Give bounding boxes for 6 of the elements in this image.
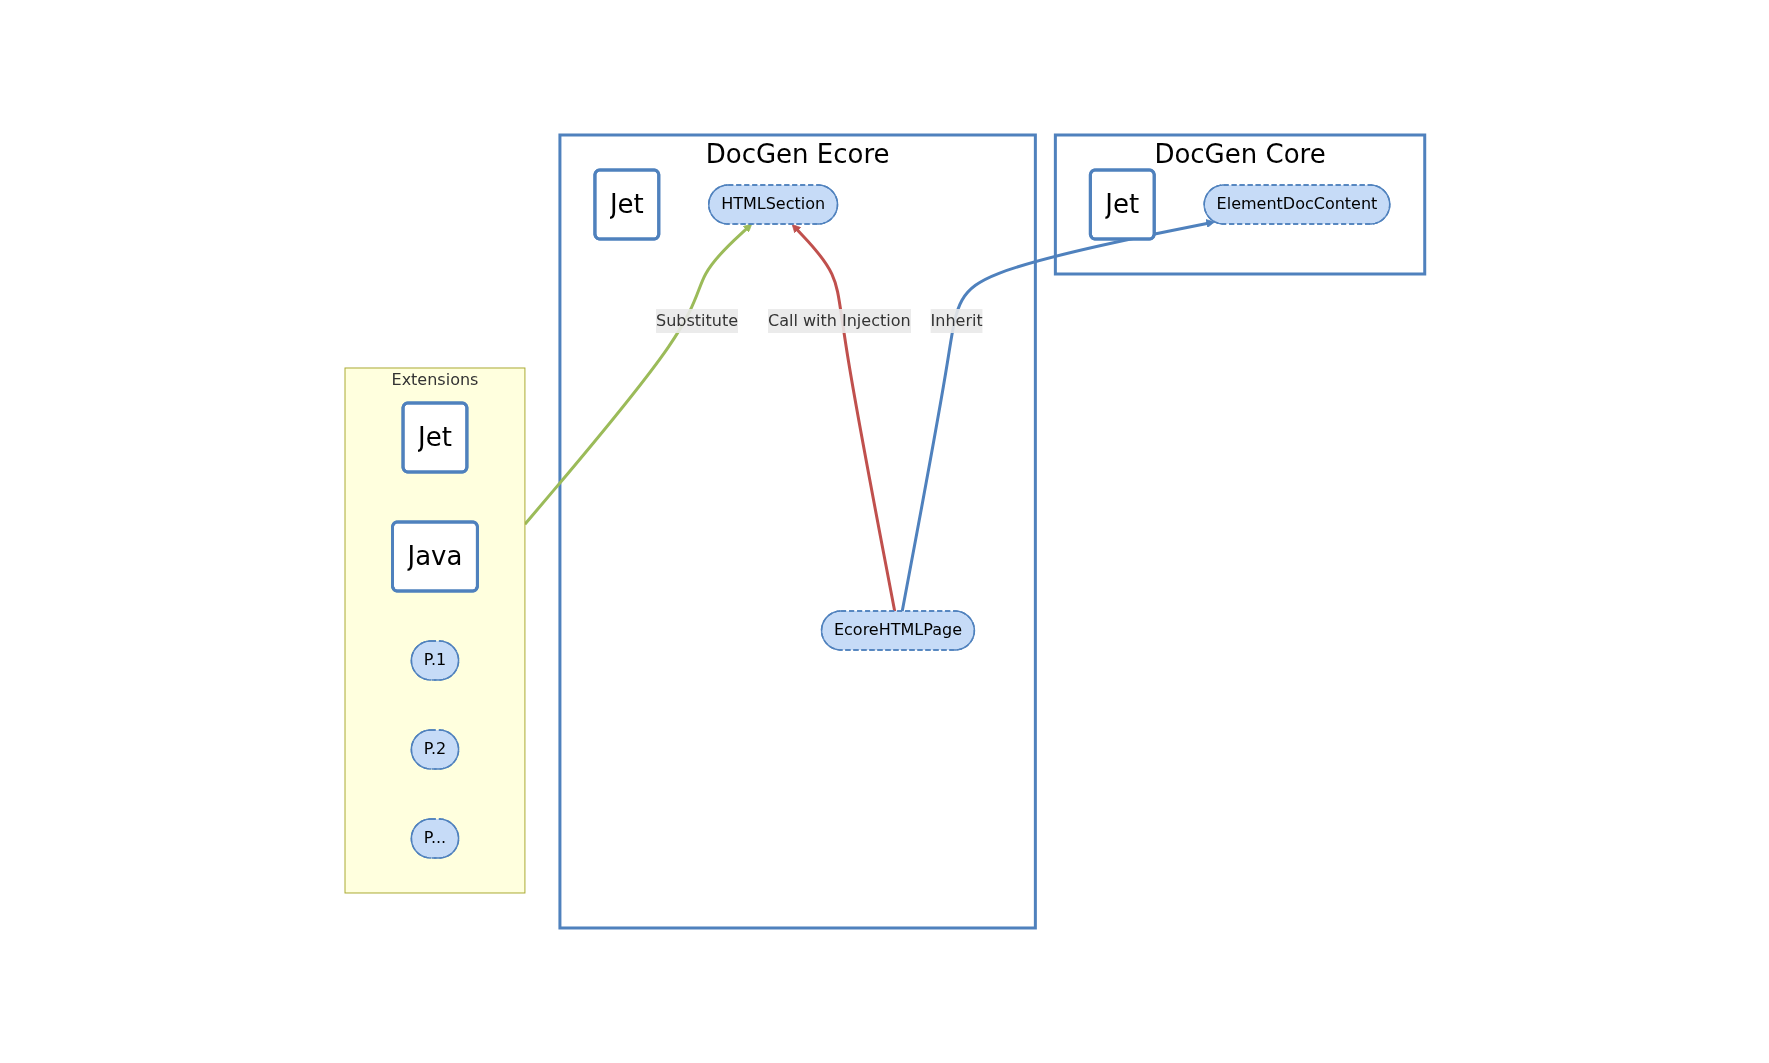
arrow xyxy=(523,223,752,526)
edge-label: Call with Injection xyxy=(767,311,911,330)
edge-label: Inherit xyxy=(930,311,983,330)
arrow xyxy=(900,219,1215,612)
arrow xyxy=(791,224,896,612)
edge-label: Substitute xyxy=(655,311,738,330)
